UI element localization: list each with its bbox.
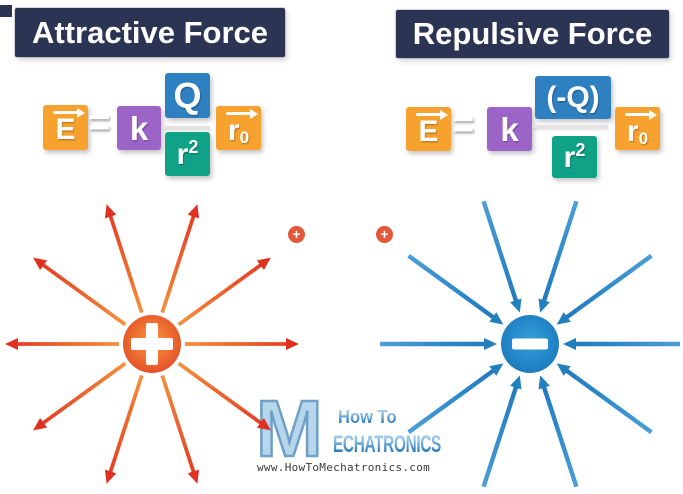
r-symbol: r — [176, 137, 189, 171]
E-symbol: E — [55, 113, 76, 146]
field-arrow — [160, 374, 200, 484]
k-symbol: k — [500, 110, 519, 148]
equals-sign: = — [452, 104, 475, 146]
minus-sign-icon — [512, 338, 548, 350]
negative-charge-Q-box: (-Q) — [535, 76, 611, 119]
field-arrow — [481, 200, 522, 313]
field-arrow — [177, 361, 271, 431]
vector-arrow-icon — [225, 108, 258, 119]
Q-symbol: Q — [173, 74, 202, 116]
r-squared-box: r2 — [165, 132, 210, 176]
electric-field-negative — [380, 200, 680, 488]
plus-sign-icon — [146, 323, 158, 365]
repulsive-force-title: Repulsive Force — [396, 10, 669, 58]
k-constant-box: k — [117, 106, 161, 150]
field-arrow — [33, 257, 127, 327]
E-vector-box: E — [43, 105, 88, 150]
test-charge-badge: + — [288, 226, 305, 243]
field-arrow — [177, 257, 271, 327]
field-arrow — [33, 361, 127, 431]
field-arrow — [407, 254, 504, 325]
r0-symbol: r — [626, 115, 639, 148]
field-arrow — [538, 375, 579, 488]
r0-symbol: r — [227, 114, 240, 147]
fraction-line — [162, 126, 210, 129]
test-charge-badge: + — [376, 226, 393, 243]
k-symbol: k — [129, 109, 149, 147]
field-arrows-inward — [380, 200, 680, 488]
fraction-line — [532, 125, 608, 128]
E-symbol: E — [418, 115, 439, 148]
vector-arrow-icon — [52, 107, 85, 118]
logo-how-to: How To — [338, 407, 397, 427]
k-constant-box: k — [487, 107, 532, 151]
logo-url: www.HowToMechatronics.com — [257, 461, 431, 474]
field-arrow — [481, 375, 522, 488]
equals-sign: = — [88, 102, 111, 144]
subscript: 0 — [638, 129, 649, 148]
field-arrow — [104, 374, 144, 484]
corner-mark — [0, 5, 12, 17]
vector-arrow-icon — [415, 109, 448, 120]
E-vector-box: E — [406, 107, 451, 151]
field-arrow — [556, 363, 653, 434]
field-arrow — [407, 363, 504, 434]
field-arrows-outward — [5, 204, 299, 484]
r-symbol: r — [563, 140, 576, 174]
subscript: 0 — [239, 128, 250, 147]
negQ-symbol: (-Q) — [546, 80, 600, 114]
field-arrow — [160, 204, 200, 314]
charge-Q-box: Q — [165, 73, 210, 118]
field-arrow — [104, 204, 144, 314]
exponent: 2 — [575, 139, 586, 160]
vector-arrow-icon — [624, 109, 657, 120]
electric-field-positive — [5, 204, 299, 484]
field-arrow — [538, 200, 579, 313]
logo-mechatronics: ECHATRONICS — [333, 431, 441, 458]
field-arrow — [556, 254, 653, 325]
exponent: 2 — [188, 136, 199, 157]
r-squared-box: r2 — [552, 136, 597, 178]
attractive-force-title: Attractive Force — [15, 8, 285, 57]
